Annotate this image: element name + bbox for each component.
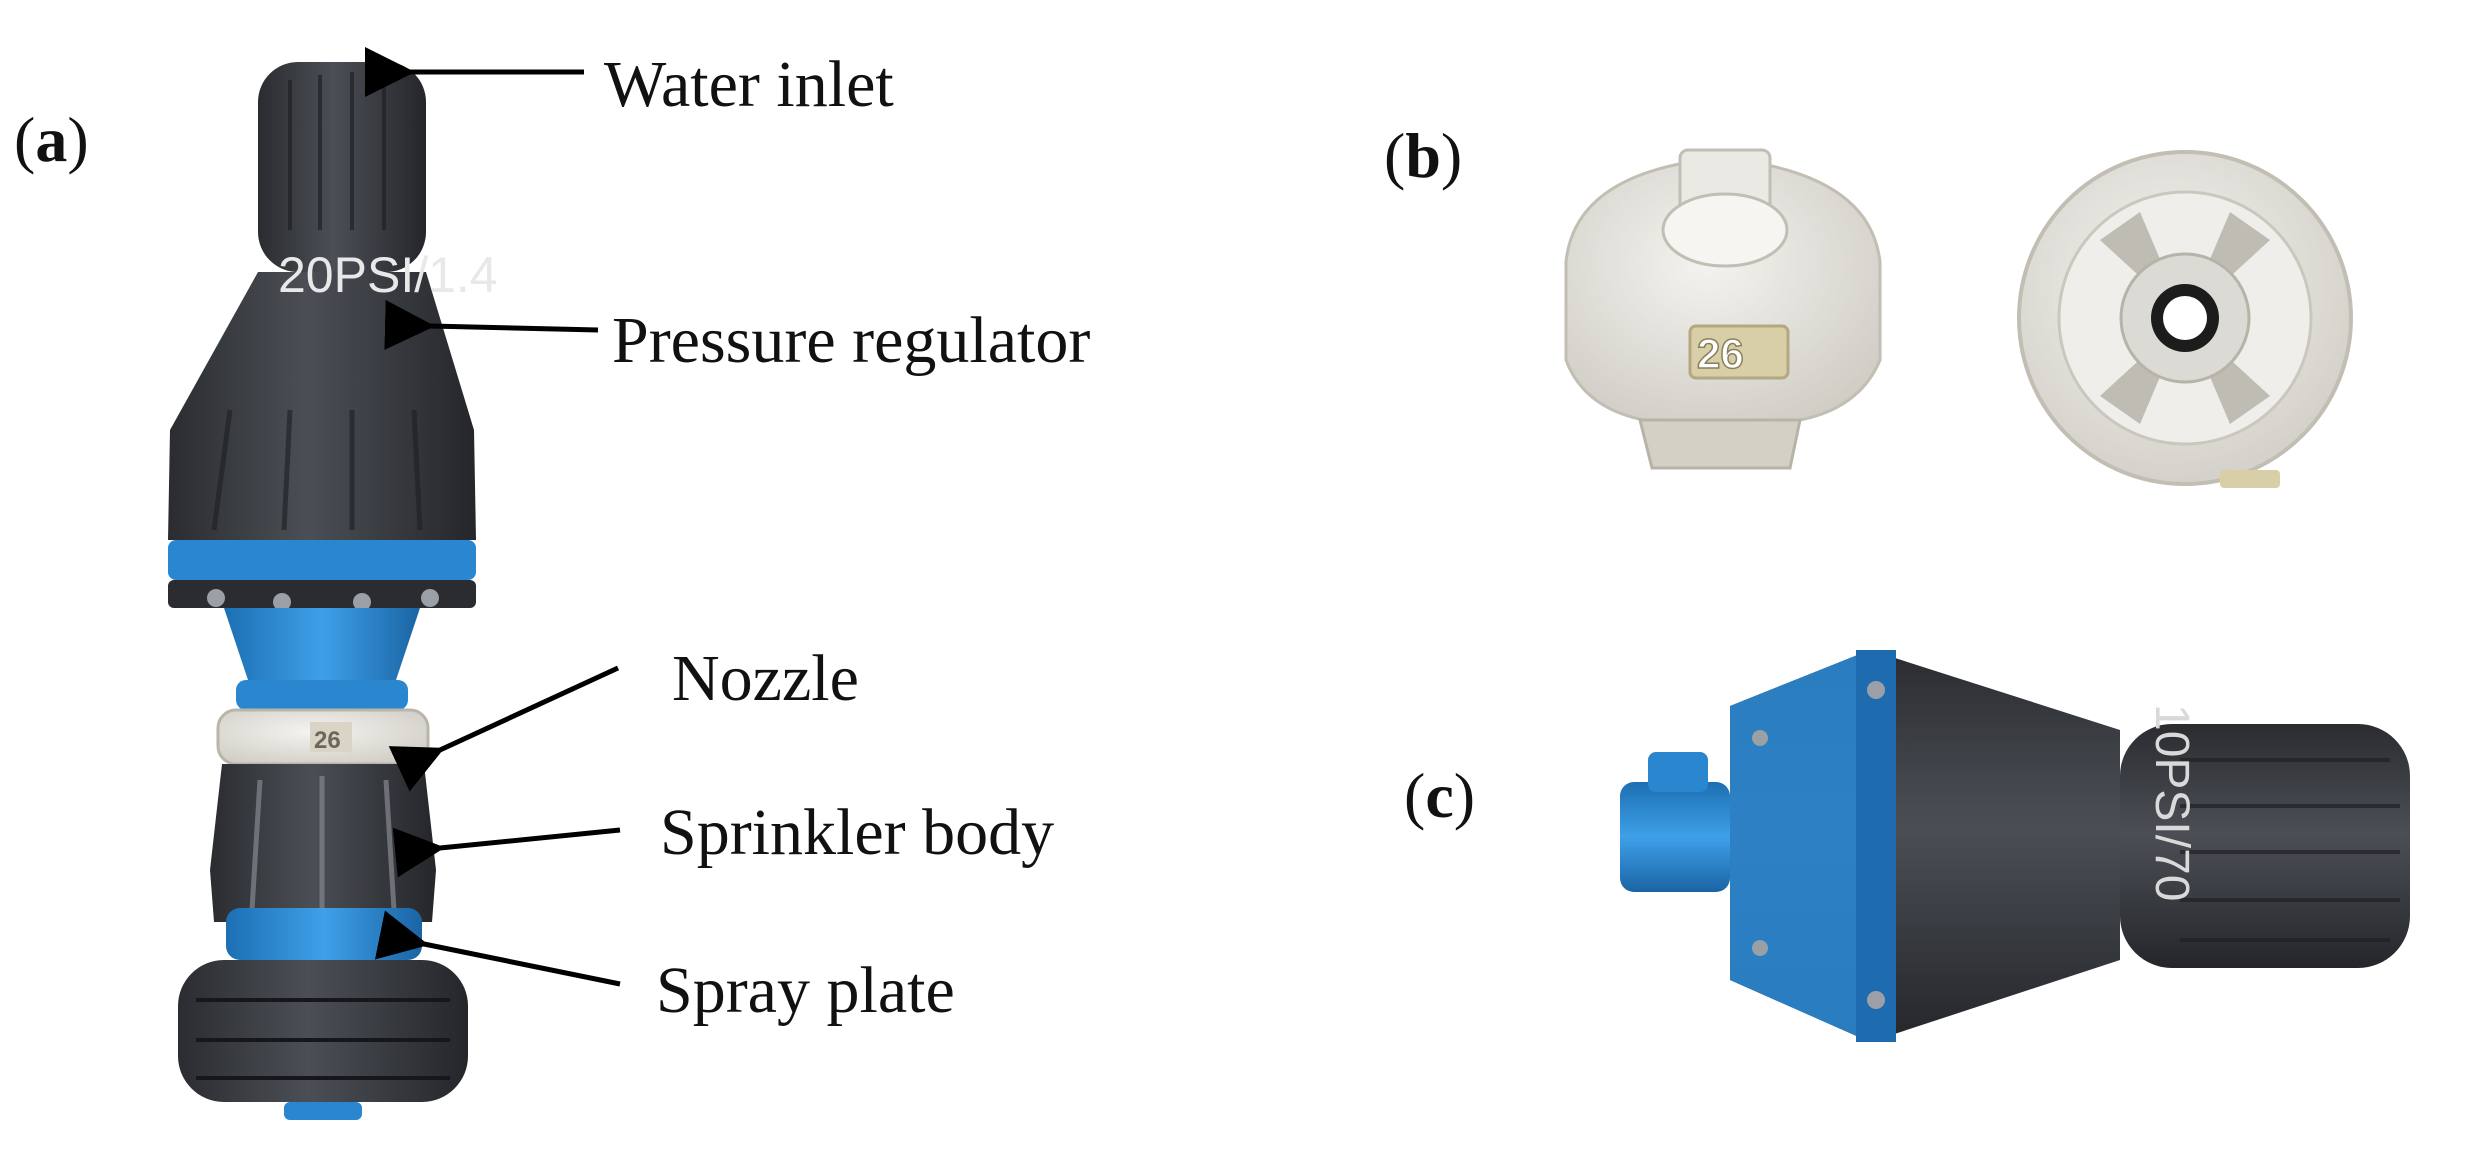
panel-label-c: (c) xyxy=(1404,760,1476,831)
regulator-marking-c: 10PSI/70 xyxy=(2145,704,2198,901)
spray-plate-label: Spray plate xyxy=(656,954,955,1027)
regulator-marking-a: 20PSI/1.4 xyxy=(278,247,498,303)
nozzle-photo-side xyxy=(1564,148,1882,470)
panel-label-a: (a) xyxy=(14,104,89,175)
sprinkler-photo-a xyxy=(168,62,476,1120)
pressure-regulator-arrow xyxy=(384,299,599,350)
sprinkler-body-arrow xyxy=(392,827,621,878)
pressure-regulator-label: Pressure regulator xyxy=(612,304,1091,377)
panel-label-b: (b) xyxy=(1384,120,1463,191)
nozzle-arrow xyxy=(388,665,620,792)
spray-plate-arrow xyxy=(374,910,621,987)
water-inlet-label: Water inlet xyxy=(604,48,894,121)
nozzle-size-marking-a: 26 xyxy=(314,727,341,754)
nozzle-size-marking-b: 26 xyxy=(1697,330,1744,377)
nozzle-photo-top xyxy=(2017,150,2353,488)
regulator-photo-c xyxy=(1620,650,2410,1042)
sprinkler-body-label: Sprinkler body xyxy=(660,796,1055,869)
nozzle-label: Nozzle xyxy=(672,642,859,715)
